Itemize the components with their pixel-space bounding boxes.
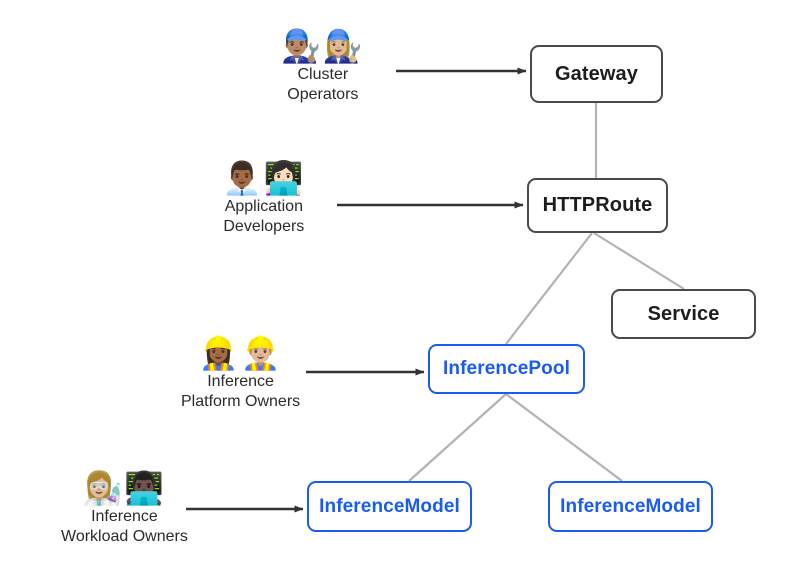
node-service[interactable]: Service	[611, 289, 756, 339]
edge-inferencepool-inferencemodel-left	[408, 393, 507, 482]
actor-inference-platform-owners-icon: 👷🏾‍♀️👷🏼‍♂️	[198, 334, 283, 372]
node-inferencemodel-left[interactable]: InferenceModel	[307, 481, 472, 532]
actor-application-developers: 👨🏾‍💼👩🏻‍💻Application Developers	[222, 160, 306, 237]
actor-inference-workload-owners-label: Inference Workload Owners	[61, 508, 188, 545]
edge-httproute-service	[593, 232, 685, 290]
relationship-lines	[408, 103, 685, 482]
node-inferencemodel-right[interactable]: InferenceModel	[548, 481, 713, 532]
actor-application-developers-icon: 👨🏾‍💼👩🏻‍💻	[222, 159, 306, 197]
actor-cluster-operators: 👨🏽‍🔧👩🏼‍🔧Cluster Operators	[281, 28, 365, 105]
actor-inference-workload-owners-icon: 👩🏼‍🔬👨🏿‍💻	[82, 469, 167, 507]
actor-inference-workload-owners: 👩🏼‍🔬👨🏿‍💻Inference Workload Owners	[61, 470, 188, 547]
node-inferencepool[interactable]: InferencePool	[428, 344, 585, 394]
edge-httproute-inferencepool	[505, 232, 593, 345]
node-gateway[interactable]: Gateway	[530, 45, 663, 103]
edge-inferencepool-inferencemodel-right	[505, 393, 623, 482]
actor-cluster-operators-icon: 👨🏽‍🔧👩🏼‍🔧	[281, 27, 365, 65]
actor-inference-platform-owners: 👷🏾‍♀️👷🏼‍♂️Inference Platform Owners	[181, 335, 300, 412]
actor-inference-platform-owners-label: Inference Platform Owners	[181, 373, 301, 410]
actor-cluster-operators-label: Cluster Operators	[287, 66, 359, 103]
actor-arrows	[186, 67, 527, 513]
actor-application-developers-label: Application Developers	[223, 198, 305, 235]
node-httproute[interactable]: HTTPRoute	[527, 178, 668, 233]
